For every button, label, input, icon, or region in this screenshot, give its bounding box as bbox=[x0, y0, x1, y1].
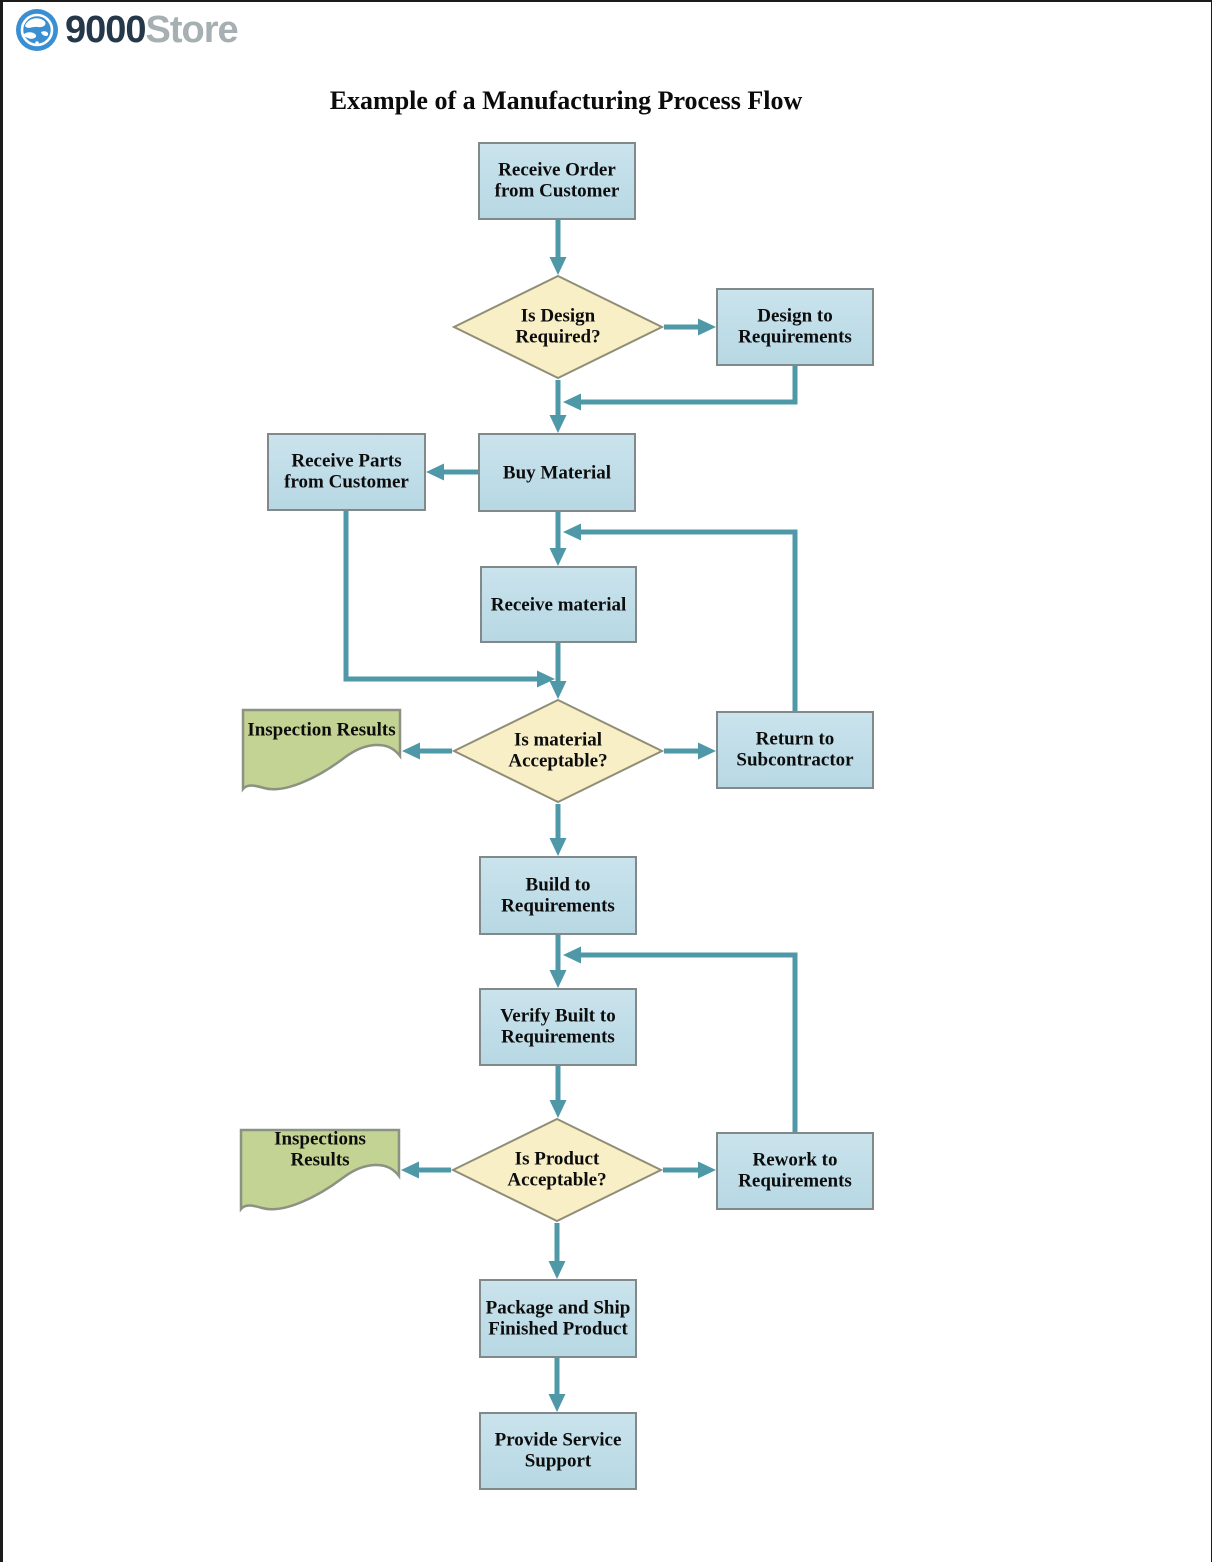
node-label: Build to Requirements bbox=[501, 874, 615, 917]
node-label: Verify Built to Requirements bbox=[500, 1005, 616, 1048]
node-label: Rework to Requirements bbox=[738, 1149, 852, 1192]
document-shape bbox=[241, 708, 402, 793]
node-receive-parts-from-customer: Receive Parts from Customer bbox=[267, 433, 426, 511]
node-build-to-requirements: Build to Requirements bbox=[479, 856, 637, 935]
node-buy-material: Buy Material bbox=[478, 433, 636, 512]
logo-text-9000: 9000 bbox=[65, 8, 147, 51]
node-is-design-required: Is Design Required? bbox=[452, 274, 664, 380]
node-inspection-results: Inspection Results bbox=[241, 708, 402, 802]
node-design-to-requirements: Design to Requirements bbox=[716, 288, 874, 366]
node-label: Is Design Required? bbox=[515, 305, 601, 348]
diamond-shape bbox=[452, 698, 664, 804]
node-label: Receive material bbox=[490, 593, 627, 615]
node-label: Is material Acceptable? bbox=[508, 729, 608, 772]
node-is-material-acceptable: Is material Acceptable? bbox=[452, 698, 664, 804]
node-label: Package and Ship Finished Product bbox=[485, 1297, 631, 1340]
diamond-shape bbox=[451, 1117, 663, 1223]
node-provide-service-support: Provide Service Support bbox=[479, 1412, 637, 1490]
node-inspections-results: Inspections Results bbox=[239, 1128, 401, 1222]
node-label: Receive Order from Customer bbox=[494, 159, 620, 202]
edge-design-box-return-to-mainline bbox=[563, 366, 798, 411]
diamond-shape bbox=[452, 274, 664, 380]
node-label: Buy Material bbox=[502, 461, 612, 483]
node-label: Provide Service Support bbox=[494, 1429, 622, 1472]
node-return-to-subcontractor: Return to Subcontractor bbox=[716, 711, 874, 789]
node-label: Design to Requirements bbox=[738, 305, 852, 348]
node-label: Is Product Acceptable? bbox=[507, 1148, 607, 1191]
node-rework-to-requirements: Rework to Requirements bbox=[716, 1132, 874, 1210]
node-label: Return to Subcontractor bbox=[736, 728, 854, 771]
node-receive-material: Receive material bbox=[480, 566, 637, 643]
edge-return-subcontractor-to-mainline bbox=[563, 523, 798, 711]
flow-connectors bbox=[343, 220, 798, 1412]
node-package-and-ship: Package and Ship Finished Product bbox=[479, 1279, 637, 1358]
node-verify-built-to-requirements: Verify Built to Requirements bbox=[479, 988, 637, 1066]
page-title: Example of a Manufacturing Process Flow bbox=[329, 86, 803, 115]
node-label: Receive Parts from Customer bbox=[284, 450, 409, 493]
node-is-product-acceptable: Is Product Acceptable? bbox=[451, 1117, 663, 1223]
node-label: Inspection Results bbox=[247, 719, 396, 741]
edge-receive-parts-to-mainline bbox=[343, 511, 555, 688]
node-label: Inspections Results bbox=[274, 1128, 366, 1171]
edge-rework-to-mainline bbox=[563, 946, 798, 1132]
node-receive-order: Receive Order from Customer bbox=[478, 142, 636, 220]
document-shape bbox=[239, 1128, 401, 1213]
logo-text-store: Store bbox=[145, 8, 239, 51]
globe-icon bbox=[16, 9, 58, 51]
